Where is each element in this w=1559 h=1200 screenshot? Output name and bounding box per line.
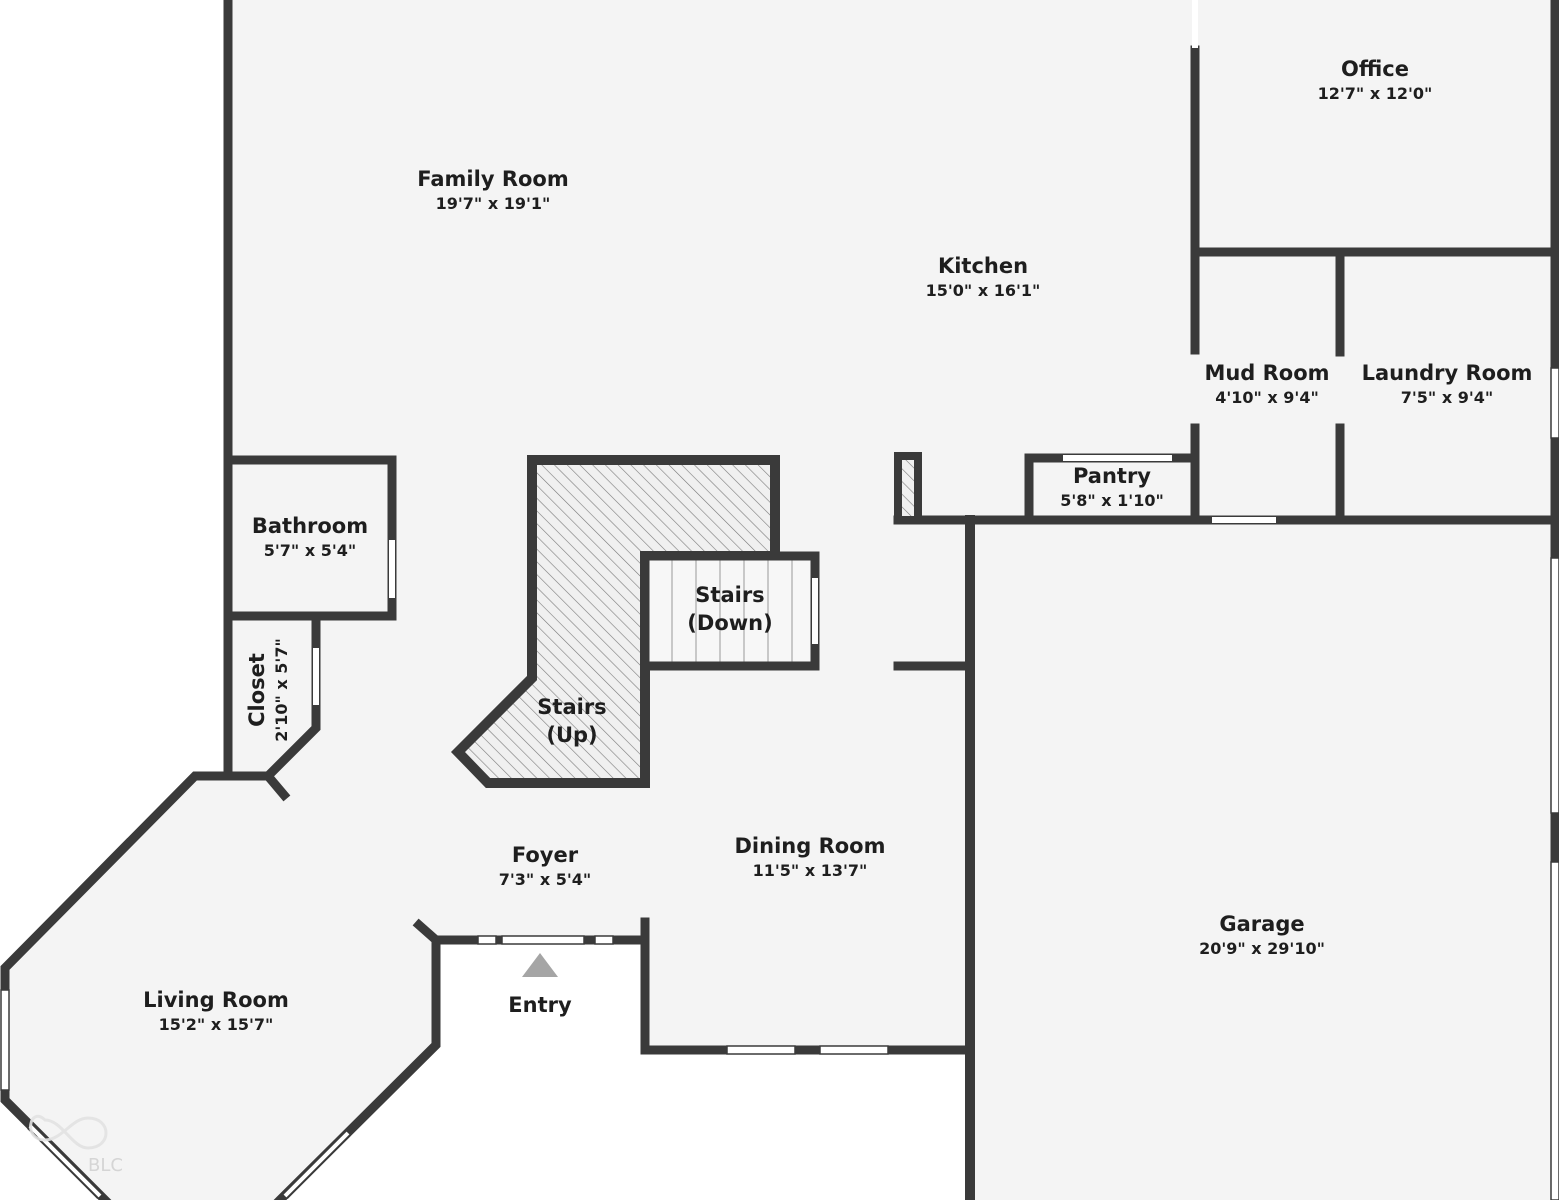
foyer-dim: 7'3" x 5'4" <box>499 870 591 889</box>
closet-dim: 2'10" x 5'7" <box>272 638 291 742</box>
closet-name: Closet <box>245 653 269 727</box>
office-dim: 12'7" x 12'0" <box>1318 84 1433 103</box>
mud-room-name: Mud Room <box>1204 361 1329 385</box>
dining-room-dim: 11'5" x 13'7" <box>753 861 868 880</box>
foyer-name: Foyer <box>512 843 579 867</box>
family-room-name: Family Room <box>417 167 568 191</box>
family-room-dim: 19'7" x 19'1" <box>436 194 551 213</box>
watermark-logo: BLC <box>29 1114 123 1176</box>
mud-room-dim: 4'10" x 9'4" <box>1215 388 1319 407</box>
kitchen-dim: 15'0" x 16'1" <box>926 281 1041 300</box>
stairs-down-name-line1: Stairs <box>695 583 764 607</box>
pantry-dim: 5'8" x 1'10" <box>1060 491 1164 510</box>
entry-label: Entry <box>508 993 572 1017</box>
stairs-down-area <box>645 556 815 666</box>
living-room-dim: 15'2" x 15'7" <box>159 1015 274 1034</box>
garage-dim: 20'9" x 29'10" <box>1199 939 1325 958</box>
laundry-room-dim: 7'5" x 9'4" <box>1401 388 1493 407</box>
stairs-down-name-line2: (Down) <box>687 611 772 635</box>
pantry-name: Pantry <box>1073 464 1151 488</box>
bathroom-name: Bathroom <box>252 514 368 538</box>
watermark-text: BLC <box>88 1155 123 1176</box>
stairs-up-name-line1: Stairs <box>537 695 606 719</box>
garage-name: Garage <box>1219 912 1304 936</box>
living-room-name: Living Room <box>143 988 289 1012</box>
openings <box>313 0 1276 705</box>
laundry-room-name: Laundry Room <box>1362 361 1533 385</box>
room-labels: Family Room 19'7" x 19'1" Office 12'7" x… <box>143 57 1532 1034</box>
stairs-up-name-line2: (Up) <box>546 723 597 747</box>
bathroom-dim: 5'7" x 5'4" <box>264 541 356 560</box>
windows <box>0 367 1559 1200</box>
kitchen-name: Kitchen <box>938 254 1028 278</box>
office-name: Office <box>1341 57 1409 81</box>
entry-arrow-icon <box>522 953 558 977</box>
dining-room-name: Dining Room <box>735 834 886 858</box>
